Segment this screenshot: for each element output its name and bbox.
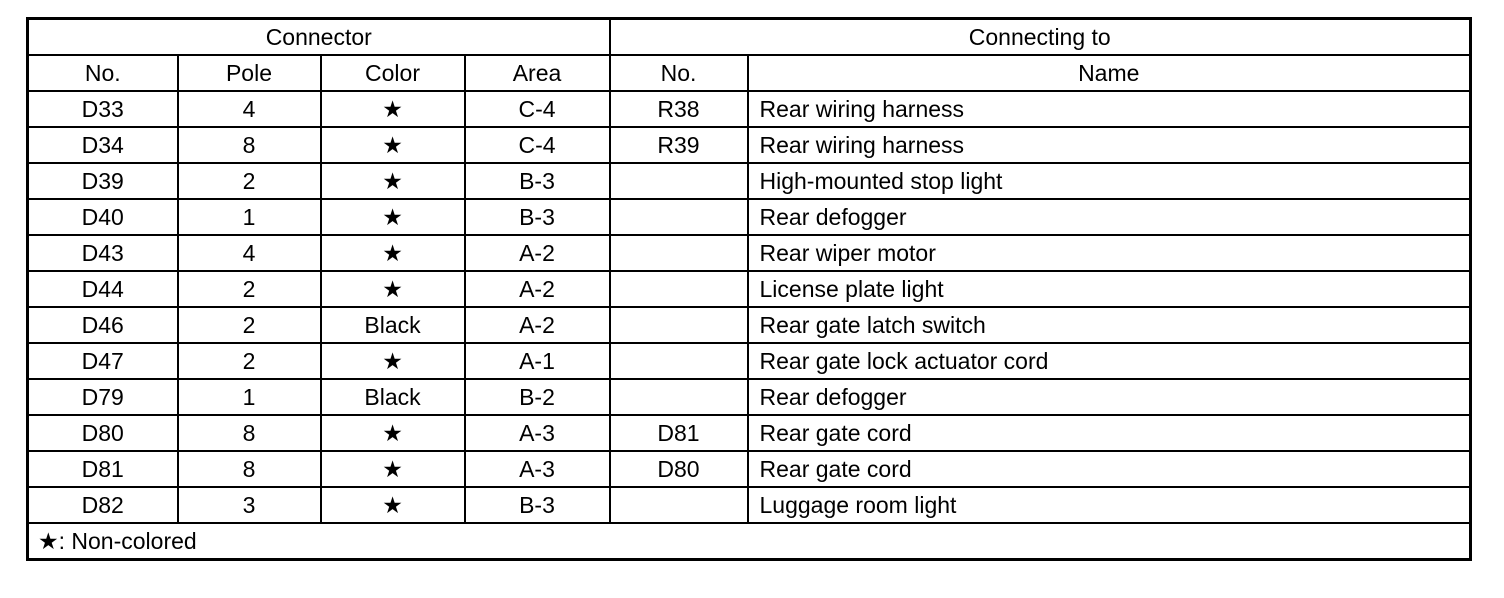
- cell-no: D79: [26, 378, 179, 416]
- column-header-name: Name: [746, 54, 1472, 92]
- cell-name: Rear gate latch switch: [746, 306, 1472, 344]
- cell-area: B-3: [463, 486, 611, 524]
- cell-name: Rear wiring harness: [746, 90, 1472, 128]
- cell-no: D40: [26, 198, 179, 236]
- cell-to-no: [608, 378, 749, 416]
- column-header-area: Area: [463, 54, 611, 92]
- cell-no: D43: [26, 234, 179, 272]
- cell-pole: 2: [176, 162, 322, 200]
- cell-area: A-3: [463, 414, 611, 452]
- cell-area: C-4: [463, 90, 611, 128]
- cell-to-no: R38: [608, 90, 749, 128]
- column-header-row: No. Pole Color Area No. Name: [26, 54, 1472, 92]
- cell-to-no: [608, 162, 749, 200]
- cell-name: License plate light: [746, 270, 1472, 308]
- cell-to-no: D81: [608, 414, 749, 452]
- cell-color: ★: [319, 450, 466, 488]
- cell-to-no: [608, 306, 749, 344]
- cell-color: ★: [319, 234, 466, 272]
- table-row: D43 4 ★ A-2 Rear wiper motor: [26, 234, 1472, 272]
- cell-color: ★: [319, 486, 466, 524]
- column-header-no: No.: [26, 54, 179, 92]
- cell-no: D39: [26, 162, 179, 200]
- cell-pole: 8: [176, 126, 322, 164]
- table-row: D44 2 ★ A-2 License plate light: [26, 270, 1472, 308]
- cell-color: ★: [319, 90, 466, 128]
- table-row: D39 2 ★ B-3 High-mounted stop light: [26, 162, 1472, 200]
- footnote-non-colored: ★: Non-colored: [26, 522, 1472, 561]
- cell-name: Rear defogger: [746, 378, 1472, 416]
- cell-no: D33: [26, 90, 179, 128]
- cell-no: D81: [26, 450, 179, 488]
- cell-name: Rear gate cord: [746, 414, 1472, 452]
- cell-color: ★: [319, 126, 466, 164]
- cell-name: Rear wiring harness: [746, 126, 1472, 164]
- cell-area: A-2: [463, 270, 611, 308]
- table-row: D34 8 ★ C-4 R39 Rear wiring harness: [26, 126, 1472, 164]
- cell-pole: 8: [176, 450, 322, 488]
- cell-pole: 1: [176, 198, 322, 236]
- table-row: D81 8 ★ A-3 D80 Rear gate cord: [26, 450, 1472, 488]
- footnote-row: ★: Non-colored: [26, 522, 1472, 561]
- column-header-to-no: No.: [608, 54, 749, 92]
- cell-pole: 4: [176, 234, 322, 272]
- cell-to-no: [608, 198, 749, 236]
- cell-no: D80: [26, 414, 179, 452]
- column-header-pole: Pole: [176, 54, 322, 92]
- cell-to-no: R39: [608, 126, 749, 164]
- cell-no: D82: [26, 486, 179, 524]
- cell-color: Black: [319, 306, 466, 344]
- table-row: D46 2 Black A-2 Rear gate latch switch: [26, 306, 1472, 344]
- cell-to-no: [608, 486, 749, 524]
- cell-area: A-1: [463, 342, 611, 380]
- cell-name: Luggage room light: [746, 486, 1472, 524]
- cell-color: ★: [319, 270, 466, 308]
- cell-no: D47: [26, 342, 179, 380]
- cell-color: ★: [319, 162, 466, 200]
- cell-area: B-3: [463, 198, 611, 236]
- section-header-connector: Connector: [26, 17, 611, 56]
- cell-pole: 4: [176, 90, 322, 128]
- section-header-connecting-to: Connecting to: [608, 17, 1472, 56]
- table-row: D80 8 ★ A-3 D81 Rear gate cord: [26, 414, 1472, 452]
- cell-to-no: [608, 234, 749, 272]
- cell-color: ★: [319, 414, 466, 452]
- cell-to-no: [608, 270, 749, 308]
- cell-color: Black: [319, 378, 466, 416]
- connector-table: Connector Connecting to No. Pole Color A…: [26, 17, 1472, 561]
- cell-name: Rear gate lock actuator cord: [746, 342, 1472, 380]
- cell-no: D34: [26, 126, 179, 164]
- cell-area: B-2: [463, 378, 611, 416]
- section-header-row: Connector Connecting to: [26, 17, 1472, 56]
- cell-name: High-mounted stop light: [746, 162, 1472, 200]
- table-row: D47 2 ★ A-1 Rear gate lock actuator cord: [26, 342, 1472, 380]
- cell-name: Rear gate cord: [746, 450, 1472, 488]
- column-header-color: Color: [319, 54, 466, 92]
- cell-name: Rear wiper motor: [746, 234, 1472, 272]
- cell-pole: 8: [176, 414, 322, 452]
- cell-area: A-2: [463, 306, 611, 344]
- cell-area: C-4: [463, 126, 611, 164]
- cell-pole: 2: [176, 342, 322, 380]
- cell-name: Rear defogger: [746, 198, 1472, 236]
- cell-pole: 1: [176, 378, 322, 416]
- cell-pole: 2: [176, 306, 322, 344]
- cell-color: ★: [319, 198, 466, 236]
- cell-to-no: [608, 342, 749, 380]
- cell-area: A-3: [463, 450, 611, 488]
- cell-pole: 3: [176, 486, 322, 524]
- cell-pole: 2: [176, 270, 322, 308]
- cell-area: B-3: [463, 162, 611, 200]
- table-row: D40 1 ★ B-3 Rear defogger: [26, 198, 1472, 236]
- table-row: D82 3 ★ B-3 Luggage room light: [26, 486, 1472, 524]
- table-row: D33 4 ★ C-4 R38 Rear wiring harness: [26, 90, 1472, 128]
- cell-to-no: D80: [608, 450, 749, 488]
- cell-area: A-2: [463, 234, 611, 272]
- table-row: D79 1 Black B-2 Rear defogger: [26, 378, 1472, 416]
- cell-color: ★: [319, 342, 466, 380]
- cell-no: D44: [26, 270, 179, 308]
- cell-no: D46: [26, 306, 179, 344]
